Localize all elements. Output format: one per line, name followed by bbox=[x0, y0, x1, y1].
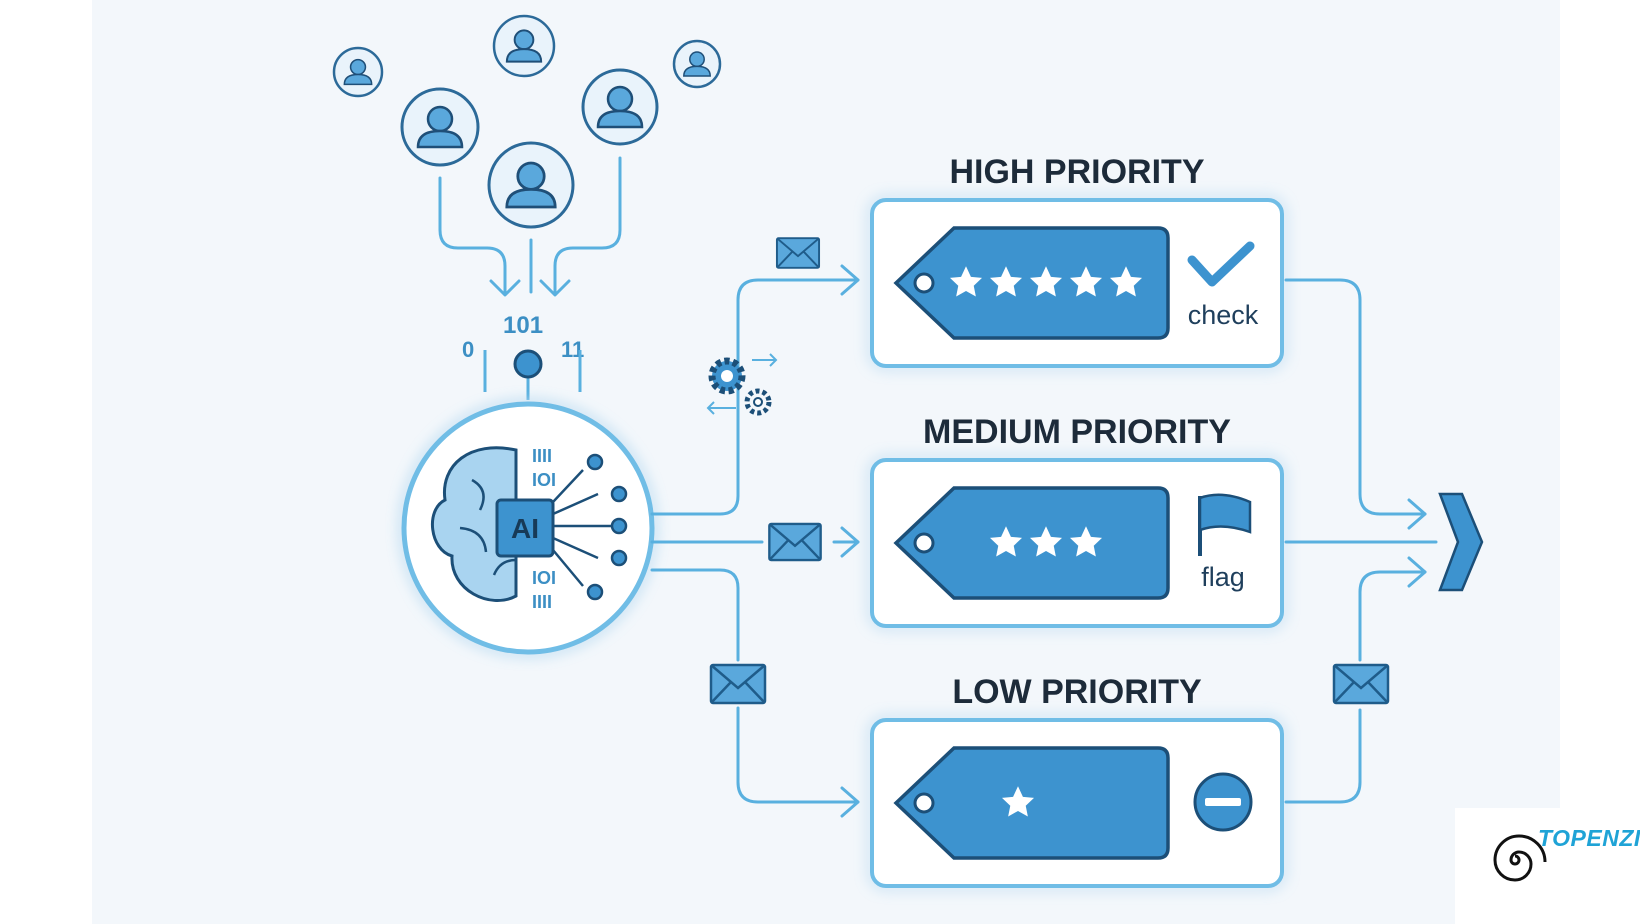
priority-label-medium: MEDIUM PRIORITY bbox=[923, 413, 1231, 451]
user-flow-connectors bbox=[438, 156, 622, 297]
tag-icon bbox=[893, 226, 1170, 340]
user-avatar-icon bbox=[581, 68, 659, 146]
svg-text:11: 11 bbox=[561, 337, 584, 362]
envelope-icon bbox=[775, 237, 821, 269]
priority-box-low bbox=[870, 718, 1284, 888]
binary-stream: 0 101 11 bbox=[462, 312, 584, 400]
envelope-icon bbox=[768, 522, 822, 562]
brand-logo bbox=[1455, 808, 1640, 924]
users-group bbox=[332, 14, 722, 229]
minus-circle-icon bbox=[1193, 772, 1253, 832]
svg-text:IOI: IOI bbox=[532, 470, 556, 490]
spiral-logo-icon bbox=[1493, 834, 1547, 882]
ai-chip-label: AI bbox=[511, 513, 539, 544]
user-avatar-icon bbox=[492, 14, 556, 78]
chevron-right-icon bbox=[1438, 492, 1484, 592]
user-avatar-icon bbox=[672, 39, 722, 89]
priority-label-low: LOW PRIORITY bbox=[952, 673, 1202, 711]
envelope-icon bbox=[709, 663, 767, 705]
hub-flow-connectors bbox=[650, 264, 860, 818]
action-label-flag: flag bbox=[1201, 562, 1245, 592]
svg-text:IIII: IIII bbox=[532, 592, 552, 612]
svg-text:101: 101 bbox=[503, 312, 543, 339]
envelope-icon bbox=[1332, 663, 1390, 705]
user-avatar-icon bbox=[487, 141, 575, 229]
brain-chip-icon: IIII IOI IOI IIII AI bbox=[430, 446, 628, 612]
priority-label-high: HIGH PRIORITY bbox=[949, 153, 1204, 191]
logo-text: TOPENZI bbox=[1538, 825, 1640, 851]
svg-text:0: 0 bbox=[462, 337, 474, 362]
checkmark-icon bbox=[1187, 241, 1255, 287]
diagram-background bbox=[92, 0, 1560, 924]
priority-box-medium: flag bbox=[870, 458, 1284, 628]
tag-icon bbox=[893, 746, 1170, 860]
priority-box-high: check bbox=[870, 198, 1284, 368]
action-label-check: check bbox=[1188, 300, 1259, 330]
user-avatar-icon bbox=[400, 87, 480, 167]
user-avatar-icon bbox=[332, 46, 384, 98]
flag-icon bbox=[1198, 493, 1252, 556]
svg-text:IOI: IOI bbox=[532, 568, 556, 588]
gear-icon bbox=[706, 353, 778, 416]
ai-hub: IIII IOI IOI IIII AI bbox=[401, 401, 655, 655]
tag-icon bbox=[893, 486, 1170, 600]
output-connectors bbox=[1284, 278, 1438, 804]
svg-text:IIII: IIII bbox=[532, 446, 552, 466]
